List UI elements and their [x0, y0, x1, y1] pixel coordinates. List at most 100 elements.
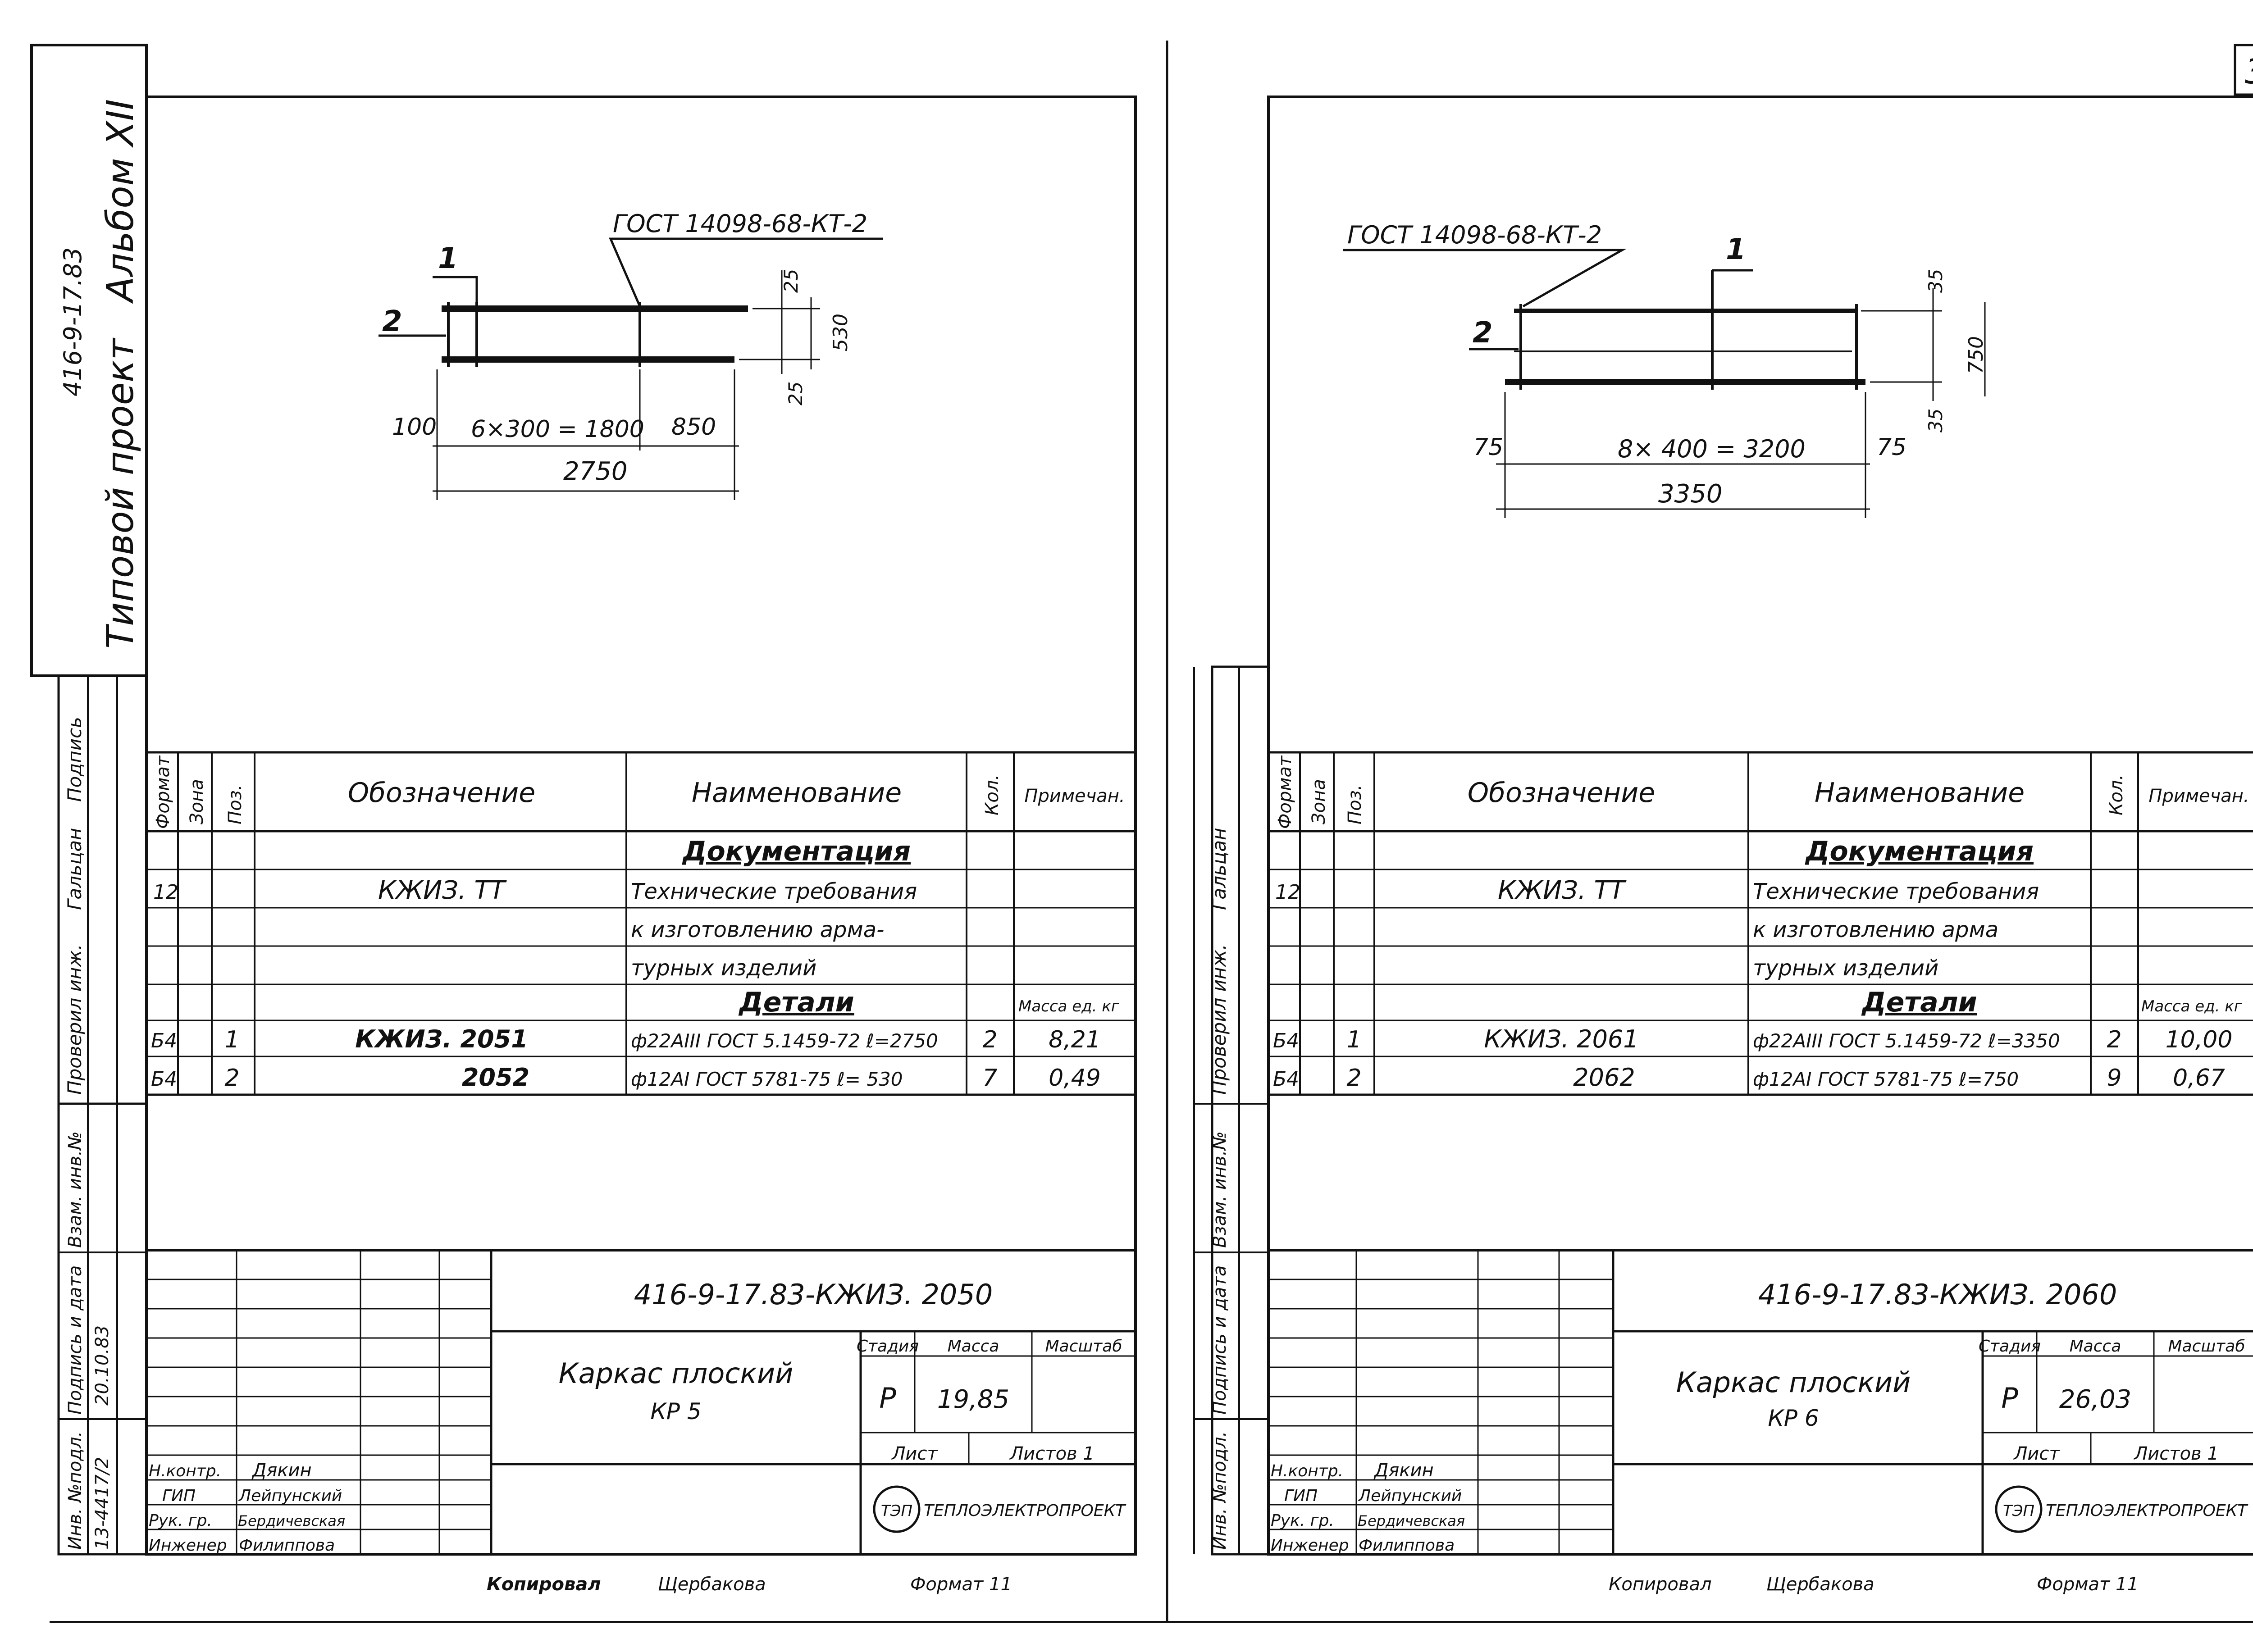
doc-line-3-r: турных изделий — [1753, 956, 1938, 981]
drawing-subtitle: КР 5 — [650, 1398, 701, 1424]
drawing-title-r: Каркас плоский — [1676, 1366, 1911, 1399]
dim-height-r: 750 — [1965, 336, 1988, 374]
section-documentation: Документация — [682, 836, 911, 867]
role-gip: ГИП — [162, 1487, 196, 1505]
copier-name-r: Щербакова — [1766, 1574, 1874, 1595]
side-replace-label: Взам. инв.№ — [65, 1131, 86, 1248]
row2-name-r: ф12АI ГОСТ 5781-75 ℓ=750 — [1753, 1068, 2019, 1090]
row1-qty-r: 2 — [2107, 1026, 2121, 1053]
frame-drawing-kp5: 1 2 ГОСТ 14098-68-КТ-2 25 25 530 100 6×3… — [379, 209, 883, 500]
role-gip-r: ГИП — [1284, 1487, 1318, 1505]
org-name: ТЕПЛОЭЛЕКТРОПРОЕКТ — [924, 1502, 1126, 1520]
row2-designation: 2052 — [462, 1063, 529, 1092]
org-logo-text-r: ТЭП — [2003, 1502, 2034, 1520]
project-title: Типовой проект — [99, 337, 142, 649]
mass-header: Масса — [948, 1337, 999, 1356]
name-nkontr-r: Дякин — [1373, 1460, 1434, 1481]
row1-qty: 2 — [982, 1026, 997, 1053]
side-replace-label-right: Взам. инв.№ — [1209, 1131, 1230, 1248]
gost-label: ГОСТ 14098-68-КТ-2 — [613, 209, 867, 238]
org-logo-text: ТЭП — [881, 1502, 912, 1520]
dim-total: 2750 — [563, 457, 628, 486]
format-label-r: Формат 11 — [2037, 1574, 2139, 1595]
hdr-note-r: Примечан. — [2148, 786, 2249, 806]
row1-designation-r: КЖИЗ. 2061 — [1484, 1025, 1638, 1053]
dim-top-r: 35 — [1925, 269, 1947, 293]
side-date: 20.10.83 — [92, 1325, 113, 1406]
pos1-label: 1 — [438, 242, 458, 275]
doc-line-1-r: Технические требования — [1753, 879, 2039, 904]
side-date-label: Подпись и дата — [65, 1265, 86, 1415]
sheet-label-r: Лист — [2013, 1443, 2060, 1464]
page-number-box — [2234, 44, 2253, 96]
sheets-label-r: Листов 1 — [2133, 1443, 2219, 1464]
hdr-designation: Обозначение — [348, 777, 535, 809]
row1-pos: 1 — [224, 1026, 239, 1053]
dim-height: 530 — [829, 314, 852, 351]
row1-note-r: 10,00 — [2166, 1026, 2233, 1053]
stage-value-r: Р — [2001, 1382, 2018, 1415]
stage-value: Р — [879, 1382, 896, 1415]
sheet-label: Лист — [891, 1443, 938, 1464]
row2-note-r: 0,67 — [2173, 1065, 2225, 1092]
org-logo-icon-r — [1995, 1485, 2043, 1533]
hdr-name: Наименование — [692, 777, 902, 809]
scale-header: Масштаб — [1045, 1337, 1122, 1356]
side-col-name-right: Гальцан — [1208, 828, 1230, 910]
role-rukgr-r: Рук. гр. — [1271, 1511, 1334, 1530]
sheet-left: 1 2 ГОСТ 14098-68-КТ-2 25 25 530 100 6×3… — [145, 96, 1137, 1595]
mass-note-r: Масса ед. кг — [2141, 997, 2243, 1015]
row2-qty-r: 9 — [2107, 1065, 2121, 1092]
role-engineer-r: Инженер — [1271, 1536, 1349, 1555]
row1-format-r: Б4 — [1273, 1029, 1299, 1052]
doc-format-r: 12 — [1275, 881, 1300, 904]
side-inv-label-right: Инв. №подл. — [1209, 1431, 1230, 1550]
title-block-left: Н.контр. ГИП Рук. гр. Инженер Дякин Лейп… — [146, 1249, 1136, 1595]
hdr-pos: Поз. — [225, 784, 246, 824]
section-documentation-r: Документация — [1805, 836, 2034, 867]
drawing-code: 416-9-17.83-КЖИЗ. 2050 — [634, 1278, 993, 1311]
row2-pos: 2 — [224, 1065, 239, 1092]
side-date-label-right: Подпись и дата — [1209, 1265, 1230, 1415]
pos1-label-r: 1 — [1726, 233, 1746, 266]
format-label: Формат 11 — [910, 1574, 1012, 1595]
name-gip: Лейпунский — [238, 1487, 342, 1505]
dim-top: 25 — [780, 269, 802, 293]
title-block-right: Н.контр. ГИП Рук. гр. Инженер Дякин Лейп… — [1268, 1249, 2253, 1595]
row2-note: 0,49 — [1049, 1065, 1101, 1092]
side-col-check: Проверил инж. — [64, 944, 86, 1095]
dim-left-r: 75 — [1473, 434, 1503, 461]
drawing-title: Каркас плоский — [559, 1357, 794, 1390]
hdr-name-r: Наименование — [1815, 777, 2025, 809]
row1-format: Б4 — [151, 1029, 177, 1052]
stage-header-r: Стадия — [1979, 1337, 2041, 1356]
hdr-note: Примечан. — [1024, 786, 1125, 806]
row2-format-r: Б4 — [1273, 1068, 1299, 1091]
name-rukgr-r: Бердичевская — [1358, 1512, 1465, 1529]
side-stamp: 416-9-17.83 Типовой проект Альбом XII Пр… — [30, 44, 148, 1556]
doc-line-2: к изготовлению арма- — [631, 917, 884, 942]
row1-designation: КЖИЗ. 2051 — [355, 1025, 528, 1053]
role-engineer: Инженер — [149, 1536, 227, 1555]
side-col-name: Гальцан — [64, 828, 86, 910]
row1-name: ф22АIII ГОСТ 5.1459-72 ℓ=2750 — [631, 1030, 938, 1052]
name-gip-r: Лейпунский — [1358, 1487, 1462, 1505]
spec-table-left: Формат Зона Поз. Обозначение Наименовани… — [146, 751, 1136, 1096]
row2-qty: 7 — [982, 1065, 997, 1092]
mass-note: Масса ед. кг — [1018, 997, 1120, 1015]
dim-bottom: 25 — [784, 382, 807, 405]
album-label: Альбом XII — [99, 99, 142, 304]
hdr-qty-r: Кол. — [2106, 774, 2127, 815]
name-rukgr: Бердичевская — [238, 1512, 345, 1529]
hdr-qty: Кол. — [982, 774, 1003, 815]
name-engineer-r: Филиппова — [1359, 1536, 1455, 1555]
copier-name: Щербакова — [658, 1574, 766, 1595]
stage-header: Стадия — [857, 1337, 919, 1356]
hdr-format-r: Формат — [1275, 755, 1295, 829]
dim-right: 850 — [671, 414, 716, 441]
project-code: 416-9-17.83 — [59, 247, 87, 396]
side-col-check-right: Проверил инж. — [1208, 944, 1230, 1095]
doc-designation: КЖИЗ. ТТ — [378, 876, 507, 905]
role-nkontr: Н.контр. — [149, 1462, 221, 1480]
pos2-label: 2 — [382, 305, 402, 338]
